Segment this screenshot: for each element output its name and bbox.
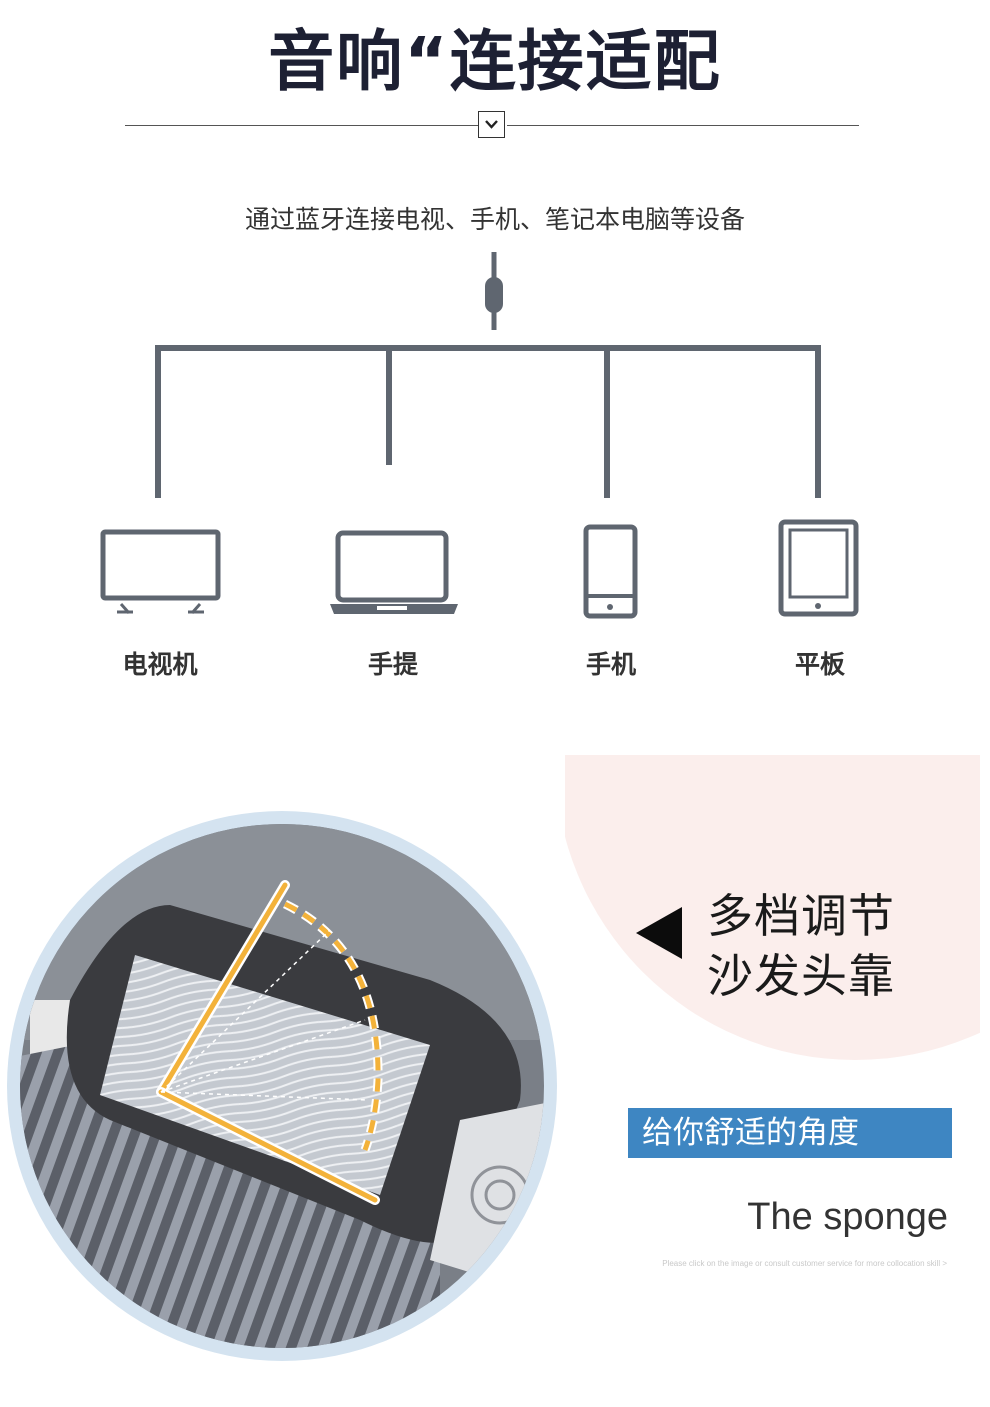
headrest-feature-illustration[interactable] [0, 700, 990, 1400]
comfort-angle-banner: 给你舒适的角度 [628, 1108, 952, 1158]
feature-line-1: 多档调节 [707, 889, 895, 943]
connection-diagram [100, 252, 859, 619]
phone-icon [583, 524, 638, 619]
tv-icon [100, 529, 221, 614]
page-title: 音响“连接适配 [268, 23, 722, 100]
headrest-photo [20, 824, 544, 1348]
device-label-phone: 手机 [585, 650, 636, 679]
device-label-tablet: 平板 [794, 650, 845, 679]
pink-accent-circle [565, 755, 980, 1060]
tablet-icon [778, 519, 859, 617]
angle-indicator-icon [156, 880, 383, 1205]
consult-note-link[interactable]: Please click on the image or consult cus… [662, 1259, 947, 1268]
triangle-left-icon [636, 907, 682, 959]
subtitle: 通过蓝牙连接电视、手机、笔记本电脑等设备 [244, 205, 745, 234]
laptop-icon [330, 530, 458, 614]
divider-right [507, 125, 859, 126]
feature-line-2: 沙发头靠 [707, 949, 895, 1003]
device-label-tv: 电视机 [122, 650, 198, 679]
chevron-down-icon [478, 111, 505, 138]
device-label-laptop: 手提 [367, 650, 418, 679]
plug-icon [485, 252, 503, 330]
sponge-title: The sponge [747, 1196, 948, 1238]
connection-lines [155, 345, 821, 498]
divider-left [125, 125, 478, 126]
